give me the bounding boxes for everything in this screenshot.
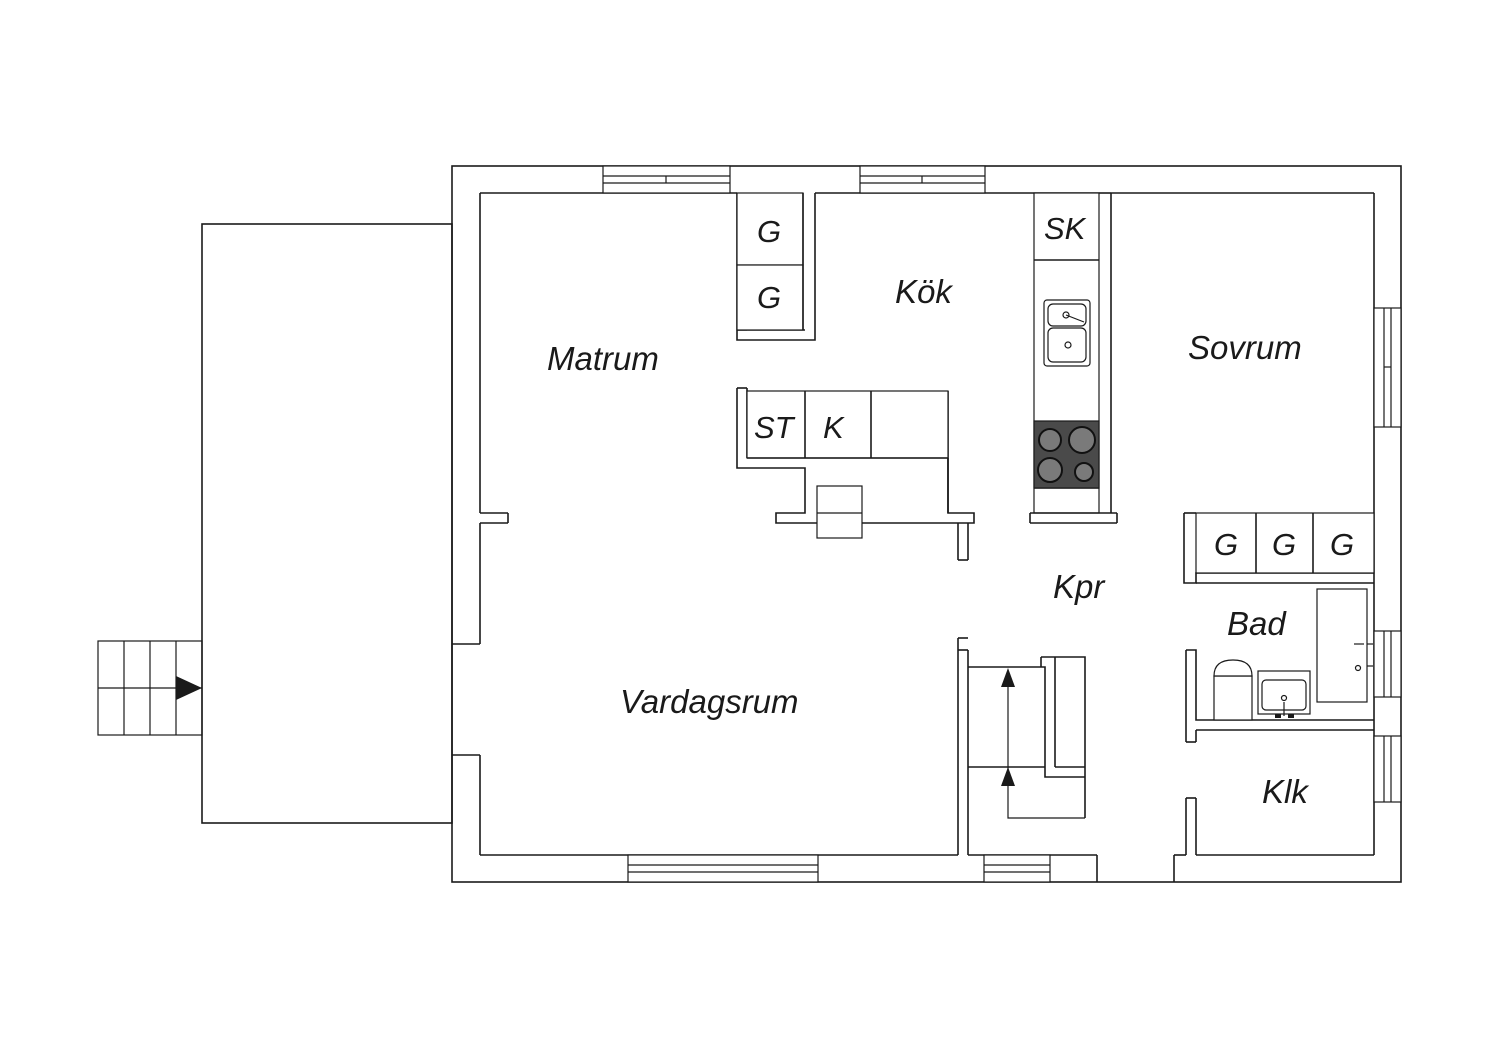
stove-icon xyxy=(1033,420,1100,489)
kitchen-pantry xyxy=(736,192,816,341)
stove-top-label: ST xyxy=(754,410,796,445)
kitchen-counter xyxy=(1029,192,1118,524)
stair-arrow-up-icon xyxy=(1001,668,1015,687)
bathroom xyxy=(1185,588,1374,743)
stair-arrow-up-icon xyxy=(1001,767,1015,786)
room-label-kpr: Kpr xyxy=(1053,568,1106,605)
bedroom-wardrobes xyxy=(1183,512,1375,584)
wardrobe-label: G xyxy=(1214,527,1238,562)
chair xyxy=(816,485,863,539)
wardrobe-label: G xyxy=(757,214,781,249)
room-label-kok: Kök xyxy=(895,273,953,310)
room-label-sovrum: Sovrum xyxy=(1188,329,1302,366)
washbasin-icon xyxy=(1257,670,1311,718)
windows xyxy=(602,165,1402,883)
exterior-steps xyxy=(97,640,203,736)
interior-staircase xyxy=(968,656,1086,819)
fridge-label: K xyxy=(823,410,845,445)
sink-icon xyxy=(1043,299,1091,367)
bathtub-icon xyxy=(1316,588,1368,703)
wardrobe-label: G xyxy=(1272,527,1296,562)
room-label-klk: Klk xyxy=(1262,773,1309,810)
stair-direction-arrow-icon xyxy=(176,676,202,700)
toilet-icon xyxy=(1213,659,1253,721)
wardrobe-label: G xyxy=(757,280,781,315)
cabinet-label-sk: SK xyxy=(1044,211,1087,246)
klk-walls xyxy=(1185,797,1197,855)
wardrobe-label: G xyxy=(1330,527,1354,562)
kitchen-island xyxy=(736,387,975,561)
room-label-matrum: Matrum xyxy=(547,340,659,377)
room-label-vardagsrum: Vardagsrum xyxy=(620,683,799,720)
room-label-bad: Bad xyxy=(1227,605,1287,642)
terrace xyxy=(201,223,453,824)
